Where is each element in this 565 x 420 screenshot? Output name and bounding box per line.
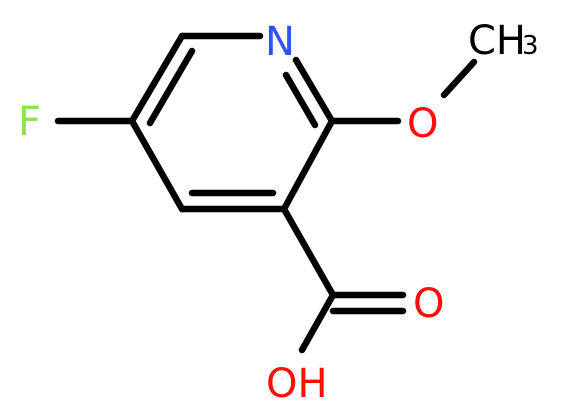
methyl-label: CH (468, 18, 526, 64)
bond-carboxyl-oh (298, 291, 337, 354)
atom-carbonyl-oxygen-label: O (413, 281, 444, 327)
methyl-subscript: 3 (522, 31, 539, 61)
atom-fluorine-label: F (18, 99, 41, 145)
bond-n1-c2-inner (282, 71, 319, 129)
bond-c5-c6 (128, 32, 186, 125)
bond-c5-c6-inner (146, 47, 196, 127)
bond-c3-carboxyl (280, 205, 337, 299)
bond-n1-c2 (292, 56, 336, 125)
atom-ether-oxygen-label: O (407, 101, 438, 147)
bond-c2-c3 (280, 117, 336, 213)
atom-nitrogen-label: N (265, 19, 295, 65)
bond-c4-c5 (128, 117, 186, 213)
bond-o-ch3 (440, 58, 478, 99)
hydroxyl-label: OH (266, 361, 328, 407)
